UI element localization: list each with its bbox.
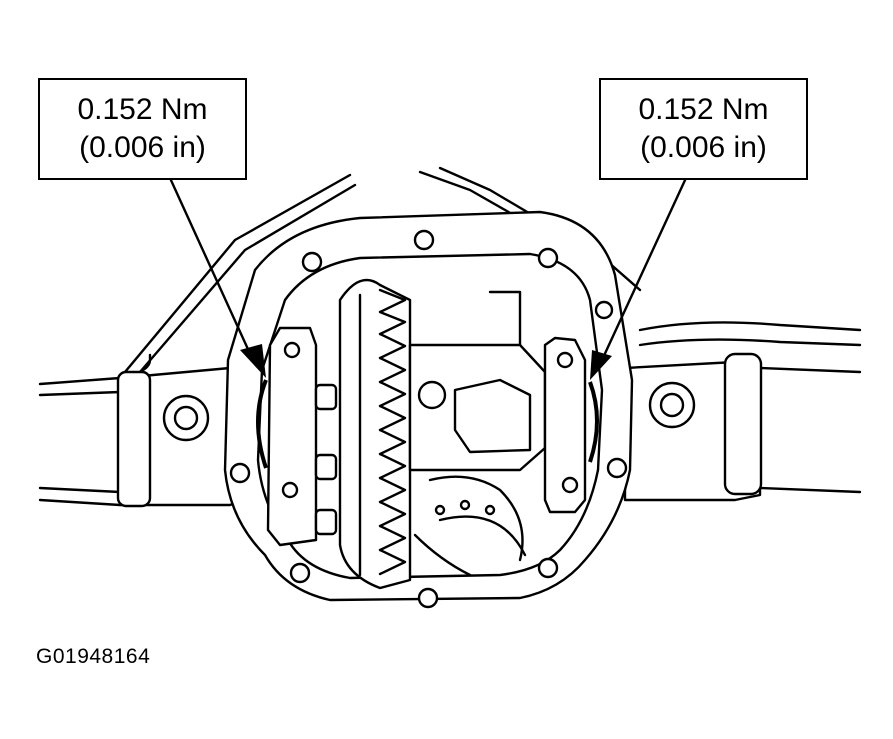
bolt-hole: [594, 300, 614, 320]
ring-gear: [338, 278, 412, 590]
left-shim-callout: 0.152 Nm (0.006 in): [38, 78, 247, 180]
left-callout-value: 0.152 Nm: [77, 93, 208, 126]
left-leader-arrow: [168, 176, 266, 378]
right-shim: [588, 381, 599, 463]
figure-code: G01948164: [36, 645, 151, 668]
bolt-hole: [301, 251, 323, 273]
right-axle-flange: [623, 352, 763, 502]
bolt-hole: [537, 557, 559, 579]
bolt-hole: [606, 457, 628, 479]
bolt-hole: [229, 462, 251, 484]
bolt-hole: [537, 247, 559, 269]
right-leader-arrow: [590, 176, 688, 380]
bolt-hole: [413, 229, 435, 251]
right-shim-callout: 0.152 Nm (0.006 in): [599, 78, 808, 180]
right-bearing-cap: [543, 336, 587, 514]
right-callout-imperial: (0.006 in): [640, 131, 767, 164]
right-callout-value: 0.152 Nm: [638, 93, 769, 126]
left-shim: [256, 379, 268, 469]
axle-housing-outline: [38, 166, 862, 507]
left-bearing-cap: [266, 326, 338, 547]
differential-case: [408, 290, 547, 577]
bolt-hole: [289, 562, 311, 584]
left-callout-imperial: (0.006 in): [79, 131, 206, 164]
bolt-hole: [417, 587, 439, 609]
